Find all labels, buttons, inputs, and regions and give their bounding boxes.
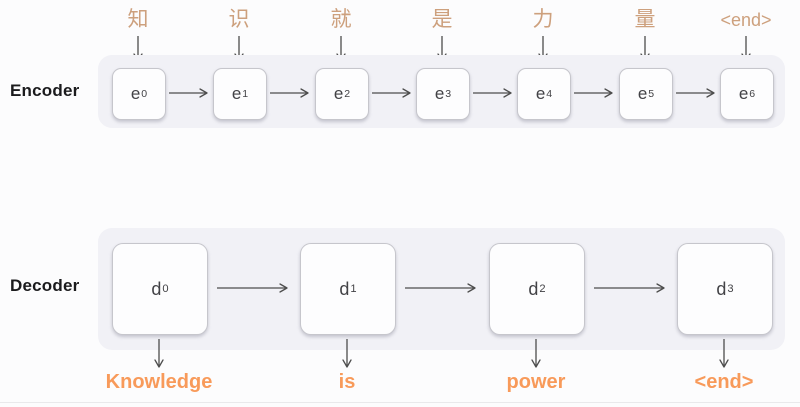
arrow-right-icon — [217, 283, 288, 293]
encoder-cell-label: e — [738, 84, 749, 103]
encoder-cell-label: e — [434, 84, 445, 103]
encoder-input-token-0: 知 — [127, 8, 149, 31]
decoder-label: Decoder — [10, 276, 80, 295]
decoder-output-word-1: is — [338, 371, 356, 393]
arrow-right-icon — [574, 88, 613, 98]
encoder-cell-label: e — [333, 84, 344, 103]
encoder-input-token-5: 量 — [634, 8, 656, 31]
arrow-right-icon — [594, 283, 665, 293]
arrow-right-icon — [676, 88, 715, 98]
encoder-cell-label: e — [231, 84, 242, 103]
encoder-input-token-6: <end> — [720, 10, 772, 30]
encoder-cell-label: e — [637, 84, 648, 103]
arrow-right-icon — [169, 88, 208, 98]
encoder-cell-label: e — [130, 84, 141, 103]
decoder-cell-label: d — [151, 278, 162, 299]
arrow-down-icon — [531, 339, 541, 368]
decoder-track — [98, 228, 785, 350]
arrow-down-icon — [342, 339, 352, 368]
arrow-right-icon — [473, 88, 512, 98]
decoder-cell-label: d — [339, 278, 350, 299]
bottom-divider — [0, 402, 800, 403]
decoder-output-word-3: <end> — [694, 371, 754, 393]
encoder-input-token-1: 识 — [228, 8, 250, 31]
decoder-output-word-2: power — [506, 371, 566, 393]
arrow-down-icon — [719, 339, 729, 368]
arrow-right-icon — [372, 88, 411, 98]
arrow-right-icon — [405, 283, 476, 293]
encoder-input-token-2: 就 — [330, 8, 352, 31]
arrow-down-icon — [154, 339, 164, 368]
encoder-input-token-3: 是 — [431, 8, 453, 31]
decoder-cell-label: d — [716, 278, 727, 299]
decoder-cell-label: d — [528, 278, 539, 299]
encoder-cell-label: e — [535, 84, 546, 103]
decoder-output-word-0: Knowledge — [105, 371, 213, 393]
encoder-label: Encoder — [10, 81, 80, 100]
encoder-input-token-4: 力 — [532, 8, 554, 31]
arrow-right-icon — [270, 88, 309, 98]
